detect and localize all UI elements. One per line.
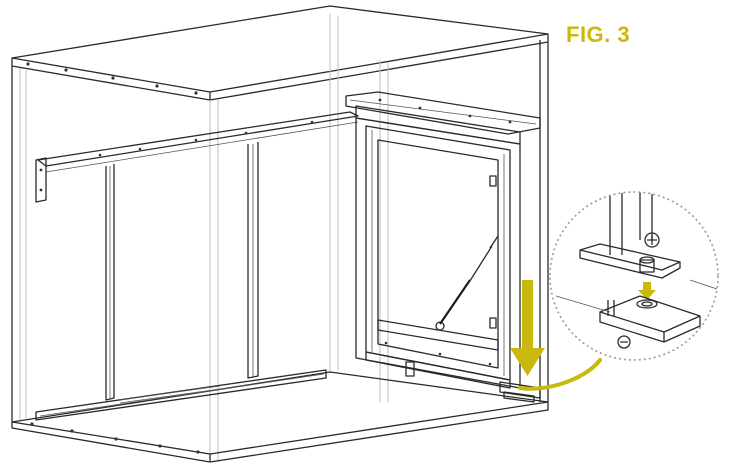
- gas-strut: [435, 235, 499, 331]
- left-bracket: [35, 157, 47, 203]
- bottom-hinge: [499, 381, 541, 399]
- top-rail: [37, 111, 359, 167]
- magnifier-detail-circle: [549, 191, 719, 361]
- pullout-unit: [345, 91, 541, 403]
- bottom-edge-screw-holes: [30, 422, 200, 454]
- cabinet-top-panel: [11, 5, 549, 93]
- door-panel: [377, 139, 499, 369]
- door-frame: [355, 117, 521, 389]
- bottom-rail: [35, 369, 327, 421]
- right-upright: [247, 142, 259, 379]
- top-mechanism: [345, 91, 541, 135]
- left-upright: [105, 164, 115, 401]
- left-mounting-frame: [35, 111, 359, 421]
- top-edge-screw-holes: [26, 62, 198, 95]
- cabinet-carcass: [11, 5, 549, 463]
- cross-bar: [377, 319, 499, 351]
- figure-label: FIG. 3: [566, 22, 631, 47]
- down-arrow-icon: [510, 280, 545, 376]
- callout-leader: [518, 358, 602, 391]
- bottom-latch: [405, 361, 415, 377]
